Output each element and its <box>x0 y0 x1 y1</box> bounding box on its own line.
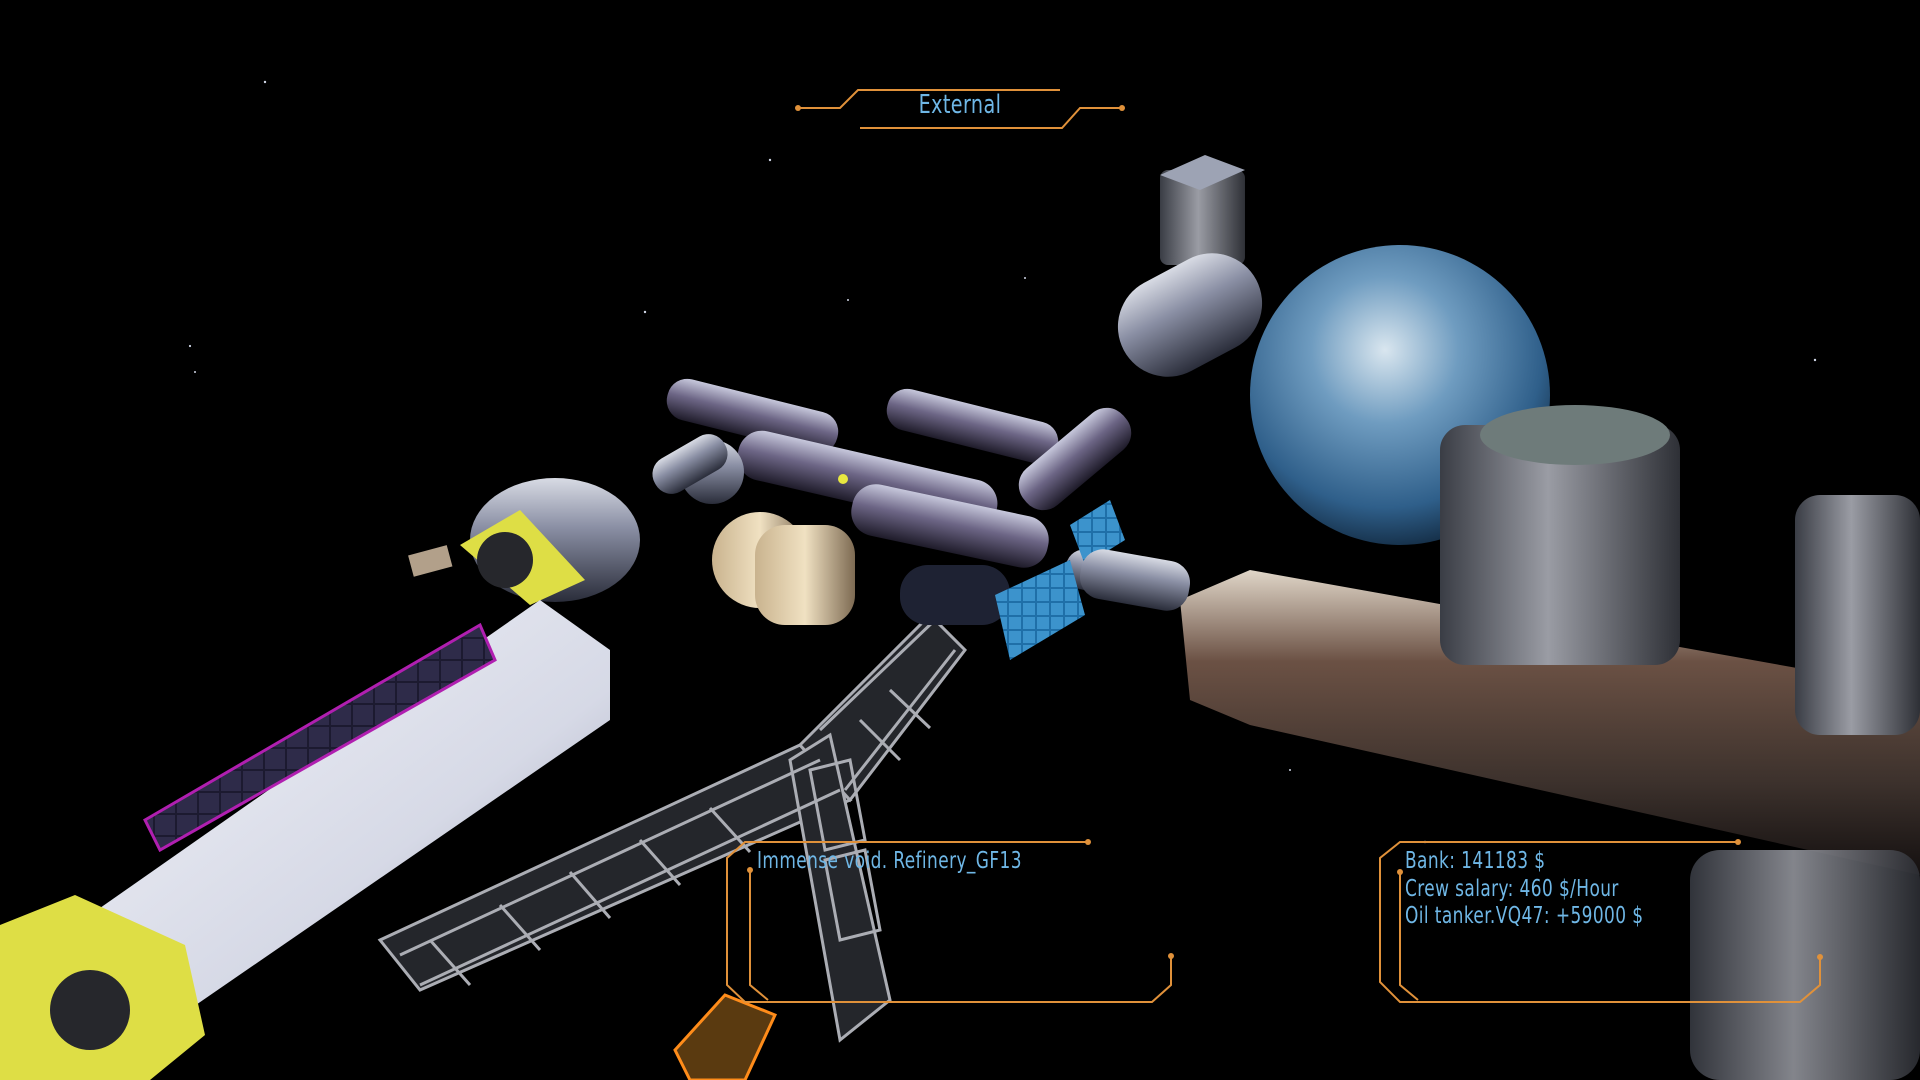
large-white-module <box>0 600 610 1080</box>
location-text: Immense void. Refinery_GF13 <box>757 848 1022 874</box>
income-notification: Oil tanker.VQ47: +59000 $ <box>1405 903 1644 929</box>
small-solar-panels <box>995 500 1125 660</box>
camera-view-mode-label[interactable]: External <box>918 90 1002 120</box>
upper-tank <box>1117 155 1263 377</box>
cargo-container <box>673 993 778 1080</box>
crew-salary: Crew salary: 460 $/Hour <box>1405 876 1619 902</box>
left-capsule <box>408 478 640 605</box>
bank-balance: Bank: 141183 $ <box>1405 848 1546 874</box>
right-modules <box>1079 405 1920 1080</box>
central-modules <box>652 378 1155 625</box>
